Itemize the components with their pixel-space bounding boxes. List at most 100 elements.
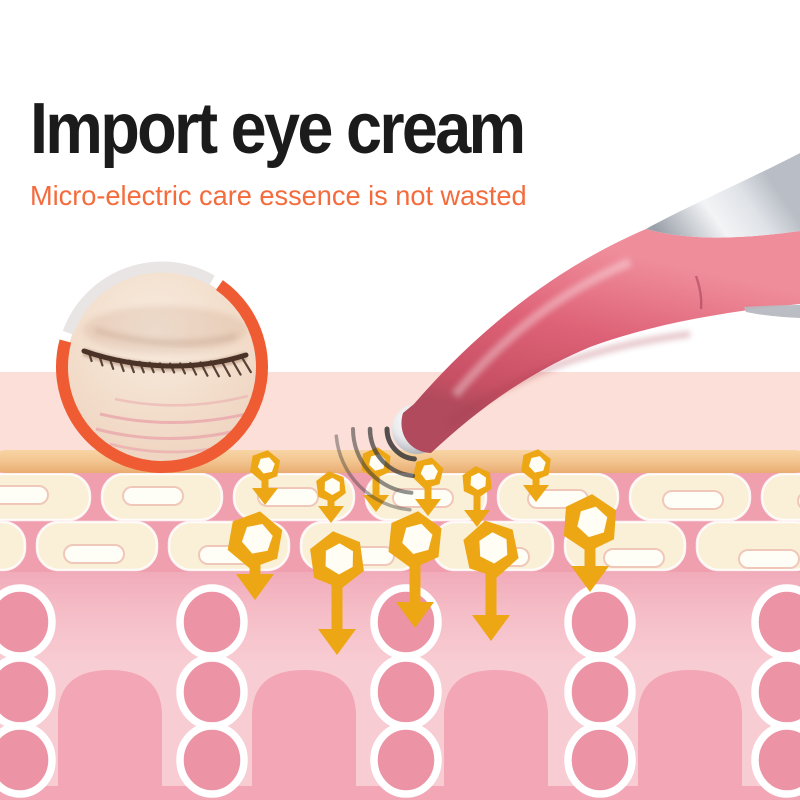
vibration-arc — [351, 427, 414, 495]
lash-hair — [168, 362, 176, 374]
device-shadow — [445, 330, 691, 427]
dermal-bump — [252, 670, 356, 800]
dermis-nodes — [0, 584, 800, 798]
dermis-node — [751, 722, 800, 798]
lash-hair — [240, 355, 252, 374]
vibration-waves — [334, 426, 417, 512]
dermis-node — [370, 722, 442, 798]
lash-hair — [87, 351, 93, 363]
particle-arrow-head — [318, 506, 344, 523]
hexagon-hole — [420, 464, 438, 481]
hexagon-hole — [528, 456, 546, 473]
essence-particle-large — [463, 520, 519, 641]
massager-device — [392, 153, 800, 454]
eye-photo — [66, 271, 258, 463]
vibration-arc — [384, 426, 417, 462]
dermis-node — [176, 722, 248, 798]
dermis-node — [0, 584, 56, 660]
device-silver-underside — [744, 305, 800, 318]
essence-particle-large — [563, 494, 617, 592]
essence-particle-small — [250, 450, 280, 505]
lash-hair — [128, 359, 135, 374]
lash-hair — [148, 361, 155, 374]
lash-hair — [189, 361, 198, 376]
dermis-node — [0, 654, 56, 730]
cell-nucleus — [122, 486, 184, 506]
dermis-node — [564, 722, 636, 798]
dermis-node — [751, 584, 800, 660]
essence-particles — [227, 447, 617, 655]
dermal-bump — [444, 670, 548, 800]
eyelid-shading — [83, 306, 247, 354]
lash-hair — [97, 353, 104, 367]
dermis-node — [751, 654, 800, 730]
essence-particle-large — [388, 511, 442, 628]
essence-particle-small — [462, 466, 492, 527]
hexagon-hole — [257, 457, 275, 474]
cell-nucleus — [63, 544, 125, 564]
lash-hair — [108, 356, 115, 370]
essence-particle-large — [310, 531, 364, 655]
lash-hair — [158, 362, 165, 374]
lash-hair — [118, 357, 125, 373]
essence-particle-large — [227, 511, 283, 600]
particle-arrow-head — [363, 495, 389, 512]
hexagon-hole — [325, 543, 353, 575]
lash-hair — [138, 360, 145, 374]
lash-hair — [209, 360, 220, 378]
particle-arrow-head — [523, 485, 549, 502]
particle-arrow-head — [396, 602, 434, 628]
dermis-node — [564, 584, 636, 660]
dermis-node — [0, 722, 56, 798]
cell-nucleus — [603, 548, 665, 568]
hexagon-hole — [324, 477, 340, 495]
skin-cell — [760, 472, 800, 522]
particle-arrow-head — [415, 499, 441, 516]
particle-arrow-head — [318, 629, 356, 655]
essence-particle-small — [361, 447, 391, 512]
page-title: Import eye cream — [30, 89, 526, 169]
page-subtitle: Micro-electric care essence is not waste… — [30, 180, 527, 211]
dermal-bump — [58, 670, 162, 800]
device-body — [401, 229, 800, 453]
wrinkle-line — [114, 394, 249, 407]
cell-nucleus — [738, 549, 800, 569]
eye-inset — [56, 261, 268, 473]
device-seam — [694, 275, 703, 310]
vibration-arc — [367, 426, 416, 479]
dermis-node — [564, 654, 636, 730]
lash-hair — [199, 361, 209, 377]
device-silver-cap — [646, 153, 800, 238]
eye-inset-ring-light — [62, 261, 215, 335]
dermal-bump — [638, 670, 742, 800]
lash-hair — [229, 357, 242, 376]
particle-arrow-head — [472, 615, 510, 641]
eyelid-crease — [94, 327, 237, 346]
eye-inset-ring-orange — [56, 280, 268, 473]
hexagon-hole — [402, 523, 433, 554]
essence-particle-small — [521, 449, 551, 502]
dermis-node — [176, 654, 248, 730]
hexagon-hole — [479, 532, 508, 564]
particle-arrow-head — [571, 566, 609, 592]
hexagon-hole — [241, 524, 273, 554]
skin-cell — [0, 520, 27, 572]
dermis-node — [176, 584, 248, 660]
dermis-node — [370, 584, 442, 660]
essence-particle-small — [316, 471, 346, 523]
particle-arrow-head — [252, 488, 278, 505]
cell-nucleus — [662, 490, 724, 510]
hexagon-hole — [470, 472, 486, 490]
device-highlight — [451, 257, 632, 398]
particle-arrow-head — [236, 574, 274, 600]
cell-nucleus — [0, 485, 49, 505]
particle-arrow-head — [464, 510, 490, 527]
eyelashes — [87, 351, 252, 378]
lash-hair — [179, 362, 187, 375]
vibration-arc — [334, 434, 412, 512]
wrinkle-line — [99, 410, 256, 425]
lash-hair — [219, 358, 232, 378]
dermis-node — [370, 654, 442, 730]
